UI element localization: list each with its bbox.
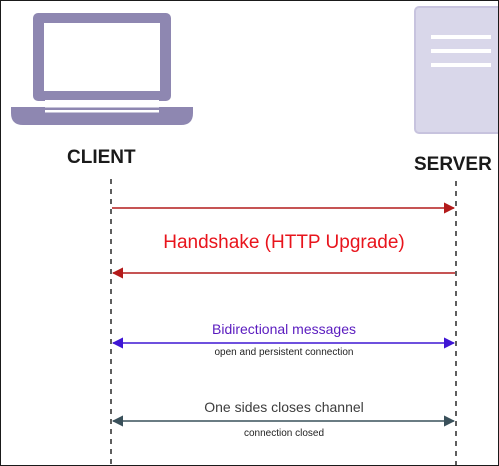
server-icon <box>414 6 498 134</box>
bidirectional-label: Bidirectional messages <box>212 321 356 337</box>
close-channel-label: One sides closes channel <box>204 399 364 415</box>
server-label: SERVER <box>414 154 492 175</box>
bidirectional-sublabel: open and persistent connection <box>214 347 354 358</box>
close-channel-sublabel: connection closed <box>243 428 325 439</box>
handshake-label: Handshake (HTTP Upgrade) <box>163 232 405 253</box>
laptop-icon <box>11 13 193 125</box>
client-label: CLIENT <box>67 147 136 168</box>
